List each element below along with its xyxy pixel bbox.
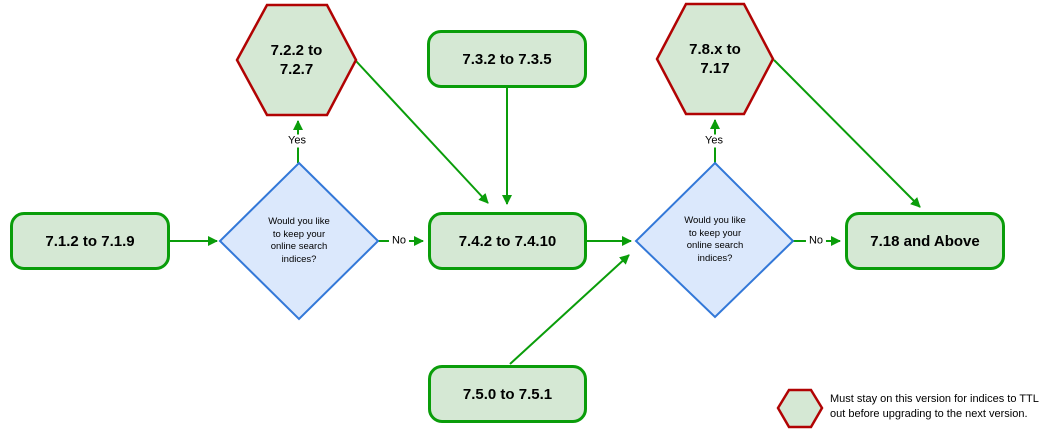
edge-label-no-2: No [805,234,827,248]
edge-v750-to-decision2 [509,254,630,365]
edge-hex78x-to-v718 [773,59,921,208]
node-7-1-2-to-7-1-9: 7.1.2 to 7.1.9 [10,212,170,270]
decision1-question: Would you like to keep your online searc… [268,216,330,265]
node-7-4-2-to-7-4-10: 7.4.2 to 7.4.10 [428,212,587,270]
node-label: 7.4.2 to 7.4.10 [458,232,557,250]
edge-label-yes-2: Yes [702,134,726,148]
node-label: 7.18 and Above [870,232,980,250]
node-label: 7.3.2 to 7.3.5 [462,50,552,68]
legend-ttl-note: Must stay on this version for indices to… [830,393,1039,420]
ttl-hexagon-7-2-2 [235,3,358,117]
node-7-3-2-to-7-3-5: 7.3.2 to 7.3.5 [427,30,587,88]
node-label: 7.1.2 to 7.1.9 [45,232,135,250]
node-label: 7.5.0 to 7.5.1 [462,385,553,403]
edge-label-yes-1: Yes [285,134,309,148]
node-label-7-2-2-to-7-2-7: 7.2.2 to 7.2.7 [270,42,323,78]
node-label-7-8-x-to-7-17: 7.8.x to 7.17 [689,41,741,77]
node-7-5-0-to-7-5-1: 7.5.0 to 7.5.1 [428,365,587,423]
decision-diamond-1 [218,161,380,321]
edge-label-no-1: No [388,234,410,248]
decision2-question: Would you like to keep your online searc… [684,215,746,264]
decision-diamond-2 [634,161,795,319]
ttl-hexagon-7-8-x [655,2,775,116]
node-7-18-and-above: 7.18 and Above [845,212,1005,270]
edge-hex722-to-v742 [355,60,489,204]
legend-ttl-hexagon-icon [776,388,824,429]
